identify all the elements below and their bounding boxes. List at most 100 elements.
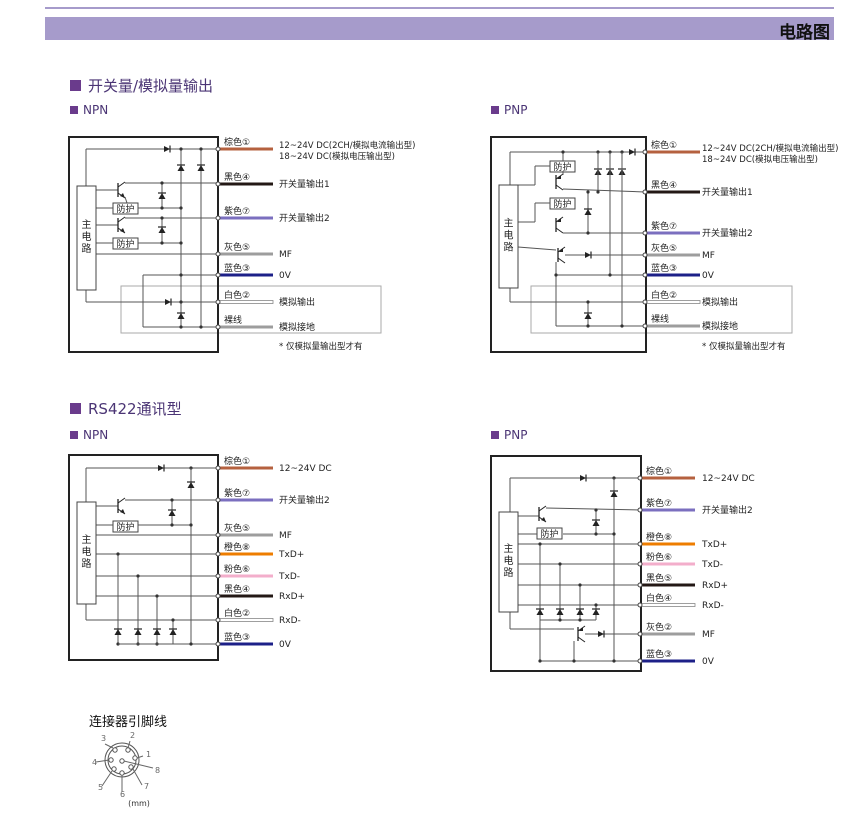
junction-dot [586,300,590,304]
wire-signal-label: MF [279,250,292,260]
wire-line [577,636,586,643]
wire-signal-label: 0V [279,640,292,650]
device-outline [68,454,219,661]
junction-dot [596,190,600,194]
diode-icon [592,609,600,615]
terminal-icon [215,641,221,647]
transistor-arrow-icon [557,218,561,222]
connector-unit: (mm) [128,799,150,808]
transistor-arrow-icon [120,509,125,514]
junction-dot [561,150,565,154]
subtitle-npn-2: NPN [70,428,108,442]
junction-dot [179,325,183,329]
subtitle-pnp-2: PNP [491,428,527,442]
wire-line [132,768,143,786]
junction-dot [558,618,562,622]
connector-title: 连接器引脚线 [89,715,168,730]
junction-dot [612,532,616,536]
diode-icon [158,227,166,233]
diode-icon [165,299,171,305]
wire-signal-label: 开关量输出2 [702,227,753,239]
protection-label: 防护 [116,521,134,533]
terminal-icon [642,189,648,195]
junction-dot [160,206,164,210]
wire-signal-label: TxD- [701,560,723,570]
main-circuit-label: 电 [504,229,514,242]
subtitle-text: NPN [83,103,109,117]
wire-color-label: 黑色④ [651,179,677,191]
wire-signal-label: 开关量输出2 [279,494,330,506]
wire-line [562,188,646,193]
terminal-icon [215,181,221,187]
diode-icon [610,491,618,497]
wire-color-label: 白色④ [646,592,672,604]
wire-line [136,755,144,759]
wire-color-label: 灰色⑤ [224,241,250,253]
junction-dot [155,594,159,598]
junction-dot [179,147,183,151]
junction-dot [170,523,174,527]
subtitle-pnp-1: PNP [491,103,527,117]
transistor-arrow-icon [541,517,546,522]
terminal-icon [215,465,221,471]
diode-icon [134,629,142,635]
junction-dot [160,181,164,185]
transistor-arrow-icon [557,175,561,179]
wire-line [127,740,131,749]
protection-label: 防护 [116,203,134,215]
diode-icon [580,475,586,481]
wire-color-label: 棕色① [224,455,250,467]
main-circuit-label: 主 [504,218,514,230]
wire-signal-label: 开关量输出1 [279,178,330,190]
diode-icon [197,165,205,171]
wire-line [124,196,128,204]
connector-pin-number: 5 [98,783,103,792]
connector-pin-icon [112,747,118,753]
junction-dot [538,542,542,546]
junction-dot [554,273,558,277]
junction-dot [578,583,582,587]
wire-line [555,184,564,191]
terminal-icon [642,323,648,329]
diode-icon [187,482,195,488]
wire-line [117,497,126,504]
wire-signal-label: MF [279,531,292,541]
terminal-icon [215,593,221,599]
wire-signal-label: 12~24V DC(2CH/模拟电流输出型) [702,143,838,154]
main-circuit-label: 电 [82,545,92,558]
wire-color-label: 白色② [224,607,250,619]
terminal-icon [215,299,221,305]
wire-color-label: 蓝色③ [224,631,250,643]
diode-icon [585,252,591,258]
connector-pin-number: 4 [92,758,97,767]
subtitle-npn-1: NPN [70,103,108,117]
section-rs422: RS422通讯型 [70,398,182,419]
protection-label: 防护 [553,198,571,210]
wire-color-label: 黑色④ [224,583,250,595]
wire-color-label: 紫色⑦ [224,205,250,217]
diode-icon [168,510,176,516]
junction-dot [116,552,120,556]
device-outline [68,136,219,353]
bullet-icon [70,431,78,439]
connector-pin-number: 3 [101,734,106,743]
wire-line [545,507,642,511]
terminal-icon [637,541,643,547]
junction-dot [199,147,203,151]
wire-line [95,759,110,763]
terminal-icon [637,631,643,637]
wire-signal-label: 模拟接地 [279,321,315,333]
section-title: RS422通讯型 [88,400,182,418]
junction-dot [578,618,582,622]
diode-icon [584,313,592,319]
protection-label: 防护 [116,238,134,250]
terminal-icon [637,507,643,513]
main-circuit-label: 路 [504,241,514,254]
wire-color-label: 粉色⑥ [224,563,250,575]
wire-signal-label: RxD+ [702,581,728,591]
junction-dot [136,574,140,578]
subtitle-text: NPN [83,428,109,442]
section-title: 开关量/模拟量输出 [88,77,214,95]
wire-color-label: 蓝色③ [646,648,672,660]
